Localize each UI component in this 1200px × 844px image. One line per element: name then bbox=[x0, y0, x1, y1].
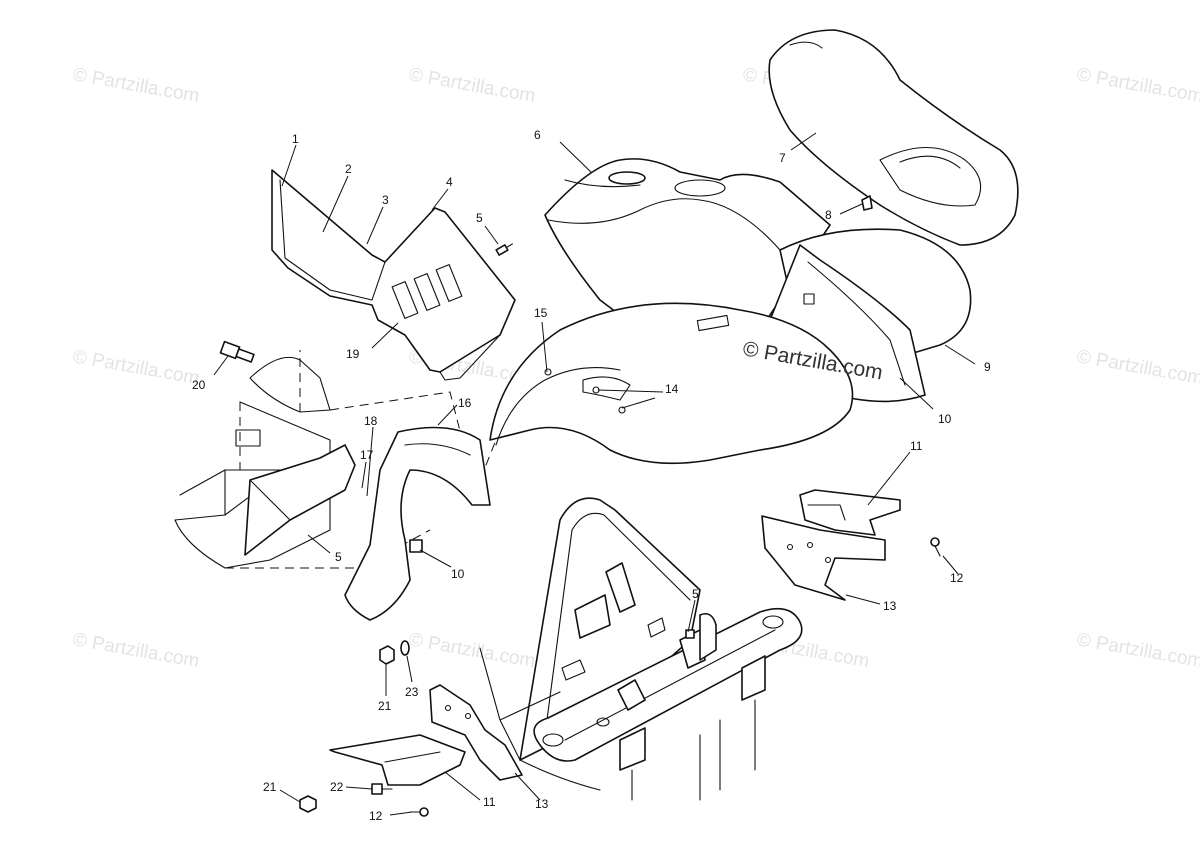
callout-5-top: 5 bbox=[476, 211, 483, 225]
right-mud-guard bbox=[761, 515, 886, 601]
callout-4: 4 bbox=[446, 175, 453, 189]
watermark-9: © Partzilla.com bbox=[407, 629, 537, 672]
callout-21-bottom: 21 bbox=[263, 780, 277, 794]
main-front-fender bbox=[489, 302, 854, 465]
nut-10-left bbox=[409, 539, 423, 553]
callout-5-center: 5 bbox=[692, 587, 699, 601]
clip-12-bottom bbox=[409, 807, 429, 817]
callout-labels: 1 2 3 4 5 6 7 8 9 10 15 14 16 18 17 19 2… bbox=[192, 128, 991, 823]
callout-20: 20 bbox=[192, 378, 206, 392]
watermark-8: © Partzilla.com bbox=[71, 629, 201, 672]
clip-12-right bbox=[930, 537, 941, 557]
watermark-1: © Partzilla.com bbox=[71, 64, 201, 107]
callout-22: 22 bbox=[330, 780, 344, 794]
screw-5-top bbox=[495, 243, 513, 256]
callout-13-bottom: 13 bbox=[535, 797, 549, 811]
nut-21-bottom bbox=[299, 795, 317, 813]
callout-7: 7 bbox=[779, 151, 786, 165]
fasteners bbox=[219, 195, 941, 817]
callout-10-right: 10 bbox=[938, 412, 952, 426]
callout-11-right: 11 bbox=[910, 439, 923, 453]
callout-2: 2 bbox=[345, 162, 352, 176]
callout-16: 16 bbox=[458, 396, 472, 410]
parts-layer: 1 2 3 4 5 6 7 8 9 10 15 14 16 18 17 19 2… bbox=[174, 29, 1019, 823]
watermark-2: © Partzilla.com bbox=[407, 64, 537, 107]
right-mount-bracket-upper bbox=[799, 489, 901, 536]
callout-13-right: 13 bbox=[883, 599, 897, 613]
callout-18: 18 bbox=[364, 414, 378, 428]
screw-5-right bbox=[685, 612, 717, 661]
callout-17: 17 bbox=[360, 448, 374, 462]
watermark-11: © Partzilla.com bbox=[1075, 629, 1200, 672]
bolt-20 bbox=[219, 340, 255, 363]
callout-15: 15 bbox=[534, 306, 548, 320]
watermark-7: © Partzilla.com bbox=[1075, 346, 1200, 389]
left-mud-guard bbox=[429, 684, 523, 781]
clip-8 bbox=[861, 195, 873, 211]
callout-9: 9 bbox=[984, 360, 991, 374]
callout-19: 19 bbox=[346, 347, 360, 361]
callout-23: 23 bbox=[405, 685, 419, 699]
front-rack-panel bbox=[544, 158, 831, 339]
callout-12-bottom: 12 bbox=[369, 809, 383, 823]
frame-assembly bbox=[479, 497, 803, 801]
callout-1: 1 bbox=[292, 132, 299, 146]
left-lower-guard bbox=[244, 444, 356, 556]
callout-5-left: 5 bbox=[335, 550, 342, 564]
watermark-4: © Partzilla.com bbox=[1075, 64, 1200, 107]
callout-12-right: 12 bbox=[950, 571, 964, 585]
left-footwell-guard bbox=[271, 169, 516, 381]
watermark-5: © Partzilla.com bbox=[71, 346, 201, 389]
washer-23 bbox=[400, 640, 410, 656]
leader-lines bbox=[213, 132, 976, 816]
callout-14: 14 bbox=[665, 382, 679, 396]
callout-6: 6 bbox=[534, 128, 541, 142]
left-mount-bracket-lower bbox=[329, 734, 466, 786]
callout-8: 8 bbox=[825, 208, 832, 222]
nut-21-top bbox=[379, 645, 395, 665]
callout-21-top: 21 bbox=[378, 699, 392, 713]
callout-3: 3 bbox=[382, 193, 389, 207]
callout-10-left: 10 bbox=[451, 567, 465, 581]
callout-11-bottom: 11 bbox=[483, 795, 496, 809]
seat-cover bbox=[768, 29, 1019, 246]
